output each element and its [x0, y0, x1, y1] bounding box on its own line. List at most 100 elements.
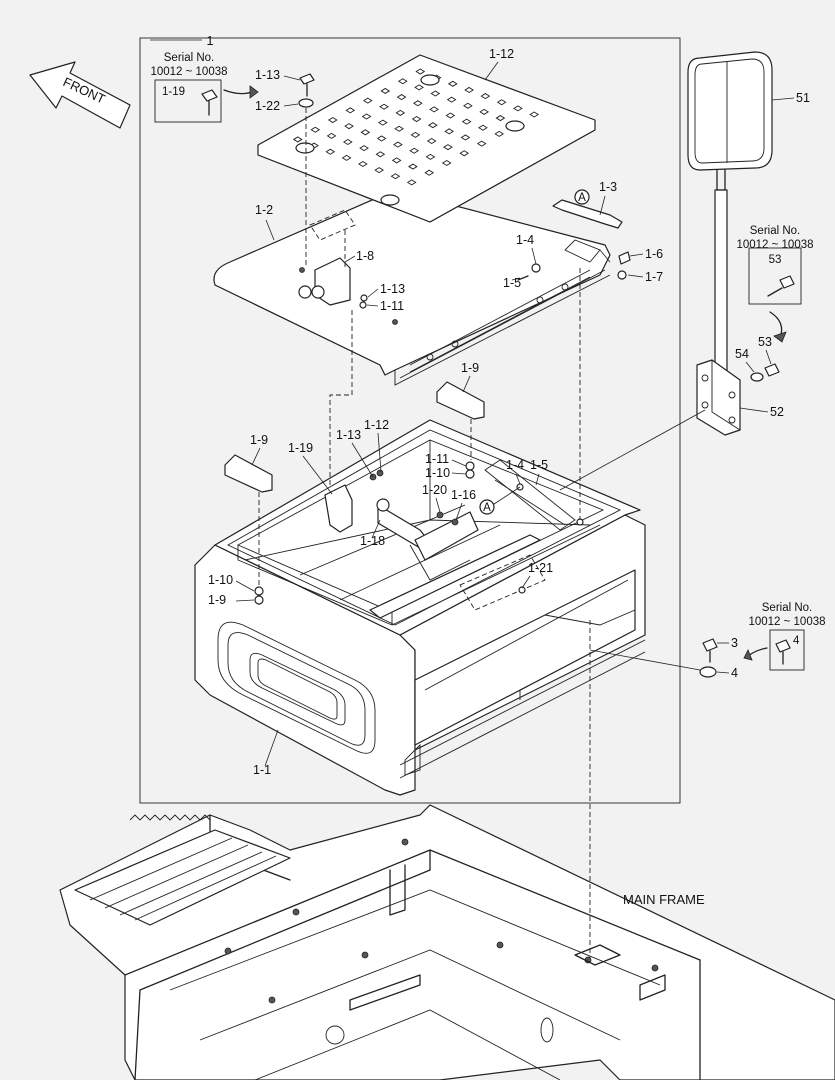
plate-hole	[412, 100, 423, 107]
plate-perforations	[292, 68, 540, 186]
callout-1-9a: 1-9	[461, 361, 479, 375]
plate-hole	[513, 105, 523, 112]
plate-hole	[446, 96, 457, 103]
plate-hole	[394, 125, 404, 132]
plate-hole	[464, 86, 474, 93]
serial-box-2-title: Serial No.	[750, 225, 801, 237]
serial-box-1-title: Serial No.	[164, 52, 215, 64]
plate-hole	[461, 118, 472, 125]
mirror-51	[687, 51, 780, 436]
plate-hole	[326, 132, 337, 139]
serial-box-1-part: 1-19	[162, 86, 185, 98]
serial-box-2-range: 10012 ~ 10038	[736, 239, 813, 251]
plate-hole	[390, 173, 401, 180]
plate-hole	[426, 137, 437, 145]
callout-1-12b: 1-12	[364, 418, 389, 432]
seat-lid	[213, 189, 631, 386]
plate-hole	[424, 169, 435, 176]
serial-box-2: Serial No. 10012 ~ 10038 53	[736, 225, 814, 343]
callout-3: 3	[731, 636, 738, 650]
plate-hole	[414, 84, 424, 91]
plate-hole	[408, 163, 418, 170]
callout-1-20: 1-20	[422, 483, 447, 497]
serial-box-3-range: 10012 ~ 10038	[748, 616, 825, 628]
callout-labels: 1 FRONT MAIN FRAME 1-13 1-22 1-12 1-2 1-…	[61, 34, 810, 907]
serial-box-3: Serial No. 10012 ~ 10038 4	[743, 602, 826, 671]
reference-mark-A2: A	[479, 499, 495, 515]
plate-hole	[430, 90, 441, 97]
plate-hole	[425, 153, 436, 160]
callout-1-13c: 1-16	[451, 488, 476, 502]
front-arrow	[29, 61, 131, 129]
callout-1-21: 1-21	[528, 561, 553, 575]
plate-hole	[441, 159, 452, 167]
callout-1-7: 1-7	[645, 270, 663, 284]
plate-hole	[393, 141, 403, 148]
plate-hole	[379, 103, 389, 110]
callout-1-12a: 1-11	[380, 299, 404, 313]
callout-1-13b: 1-13	[336, 428, 361, 442]
plate-hole	[445, 112, 456, 119]
callout-1-3: 1-3	[599, 180, 617, 194]
plate-hole	[310, 126, 321, 133]
bolt-1-19	[298, 73, 315, 108]
callout-1-9b: 1-9	[250, 433, 268, 447]
plate-hole	[495, 115, 506, 122]
plate-hole	[391, 157, 402, 164]
plate-hole	[375, 151, 386, 158]
callout-4: 4	[731, 666, 738, 680]
callout-1-4a: 1-4	[516, 233, 534, 247]
plate-hole	[377, 119, 388, 126]
callout-1-16: 1-18	[360, 534, 385, 548]
callout-1-5a: 1-5	[503, 276, 521, 290]
callout-1-13a: 1-13	[380, 282, 405, 296]
plate-hole	[428, 122, 438, 129]
leader-lines	[258, 108, 706, 958]
plate-hole	[397, 78, 408, 85]
perforated-plate	[257, 54, 596, 223]
serial-box-1-range: 10012 ~ 10038	[150, 66, 227, 78]
plate-hole	[411, 116, 422, 123]
callout-1-10a: 1-10	[425, 466, 450, 480]
plate-hole	[292, 136, 303, 143]
plate-hole	[459, 150, 470, 157]
callout-1-8: 1-8	[356, 249, 374, 263]
plate-hole	[443, 144, 453, 151]
callout-1-22: 1-22	[255, 99, 280, 113]
plate-hole	[480, 93, 491, 100]
plate-hole	[478, 124, 488, 131]
callout-52: 52	[770, 405, 784, 419]
plate-hole	[359, 145, 369, 152]
plate-hole	[395, 109, 406, 116]
plate-hole	[361, 113, 372, 120]
callout-1-6: 1-6	[645, 247, 663, 261]
callout-54: 54	[735, 347, 749, 361]
svg-text:A: A	[578, 192, 586, 204]
callout-51: 51	[796, 91, 810, 105]
callout-1-11b: 1-10	[208, 573, 233, 587]
seat-box-body	[194, 381, 646, 796]
callout-1-18: 1-12	[489, 47, 514, 61]
plate-hole	[376, 135, 387, 142]
callout-1-5b: 1-5	[530, 458, 548, 472]
label-1: 1	[207, 34, 214, 48]
plate-hole	[429, 106, 439, 113]
plate-hole	[380, 87, 391, 94]
plate-hole	[460, 134, 471, 141]
plate-hole	[479, 108, 489, 115]
callout-53: 53	[758, 335, 772, 349]
reference-mark-A1: A	[574, 189, 590, 205]
plate-hole	[374, 167, 384, 174]
main-frame	[59, 804, 835, 1080]
callout-1-19: 1-13	[255, 68, 280, 82]
plate-hole	[327, 117, 338, 124]
serial-box-3-part: 4	[793, 635, 800, 647]
plate-hole	[341, 154, 352, 161]
plate-hole	[463, 102, 473, 109]
callout-1-2: 1-2	[255, 203, 273, 217]
plate-hole	[362, 97, 373, 104]
callout-1-1: 1-1	[253, 763, 271, 777]
bolt-3-washer-4	[699, 638, 718, 678]
plate-hole	[410, 131, 421, 138]
